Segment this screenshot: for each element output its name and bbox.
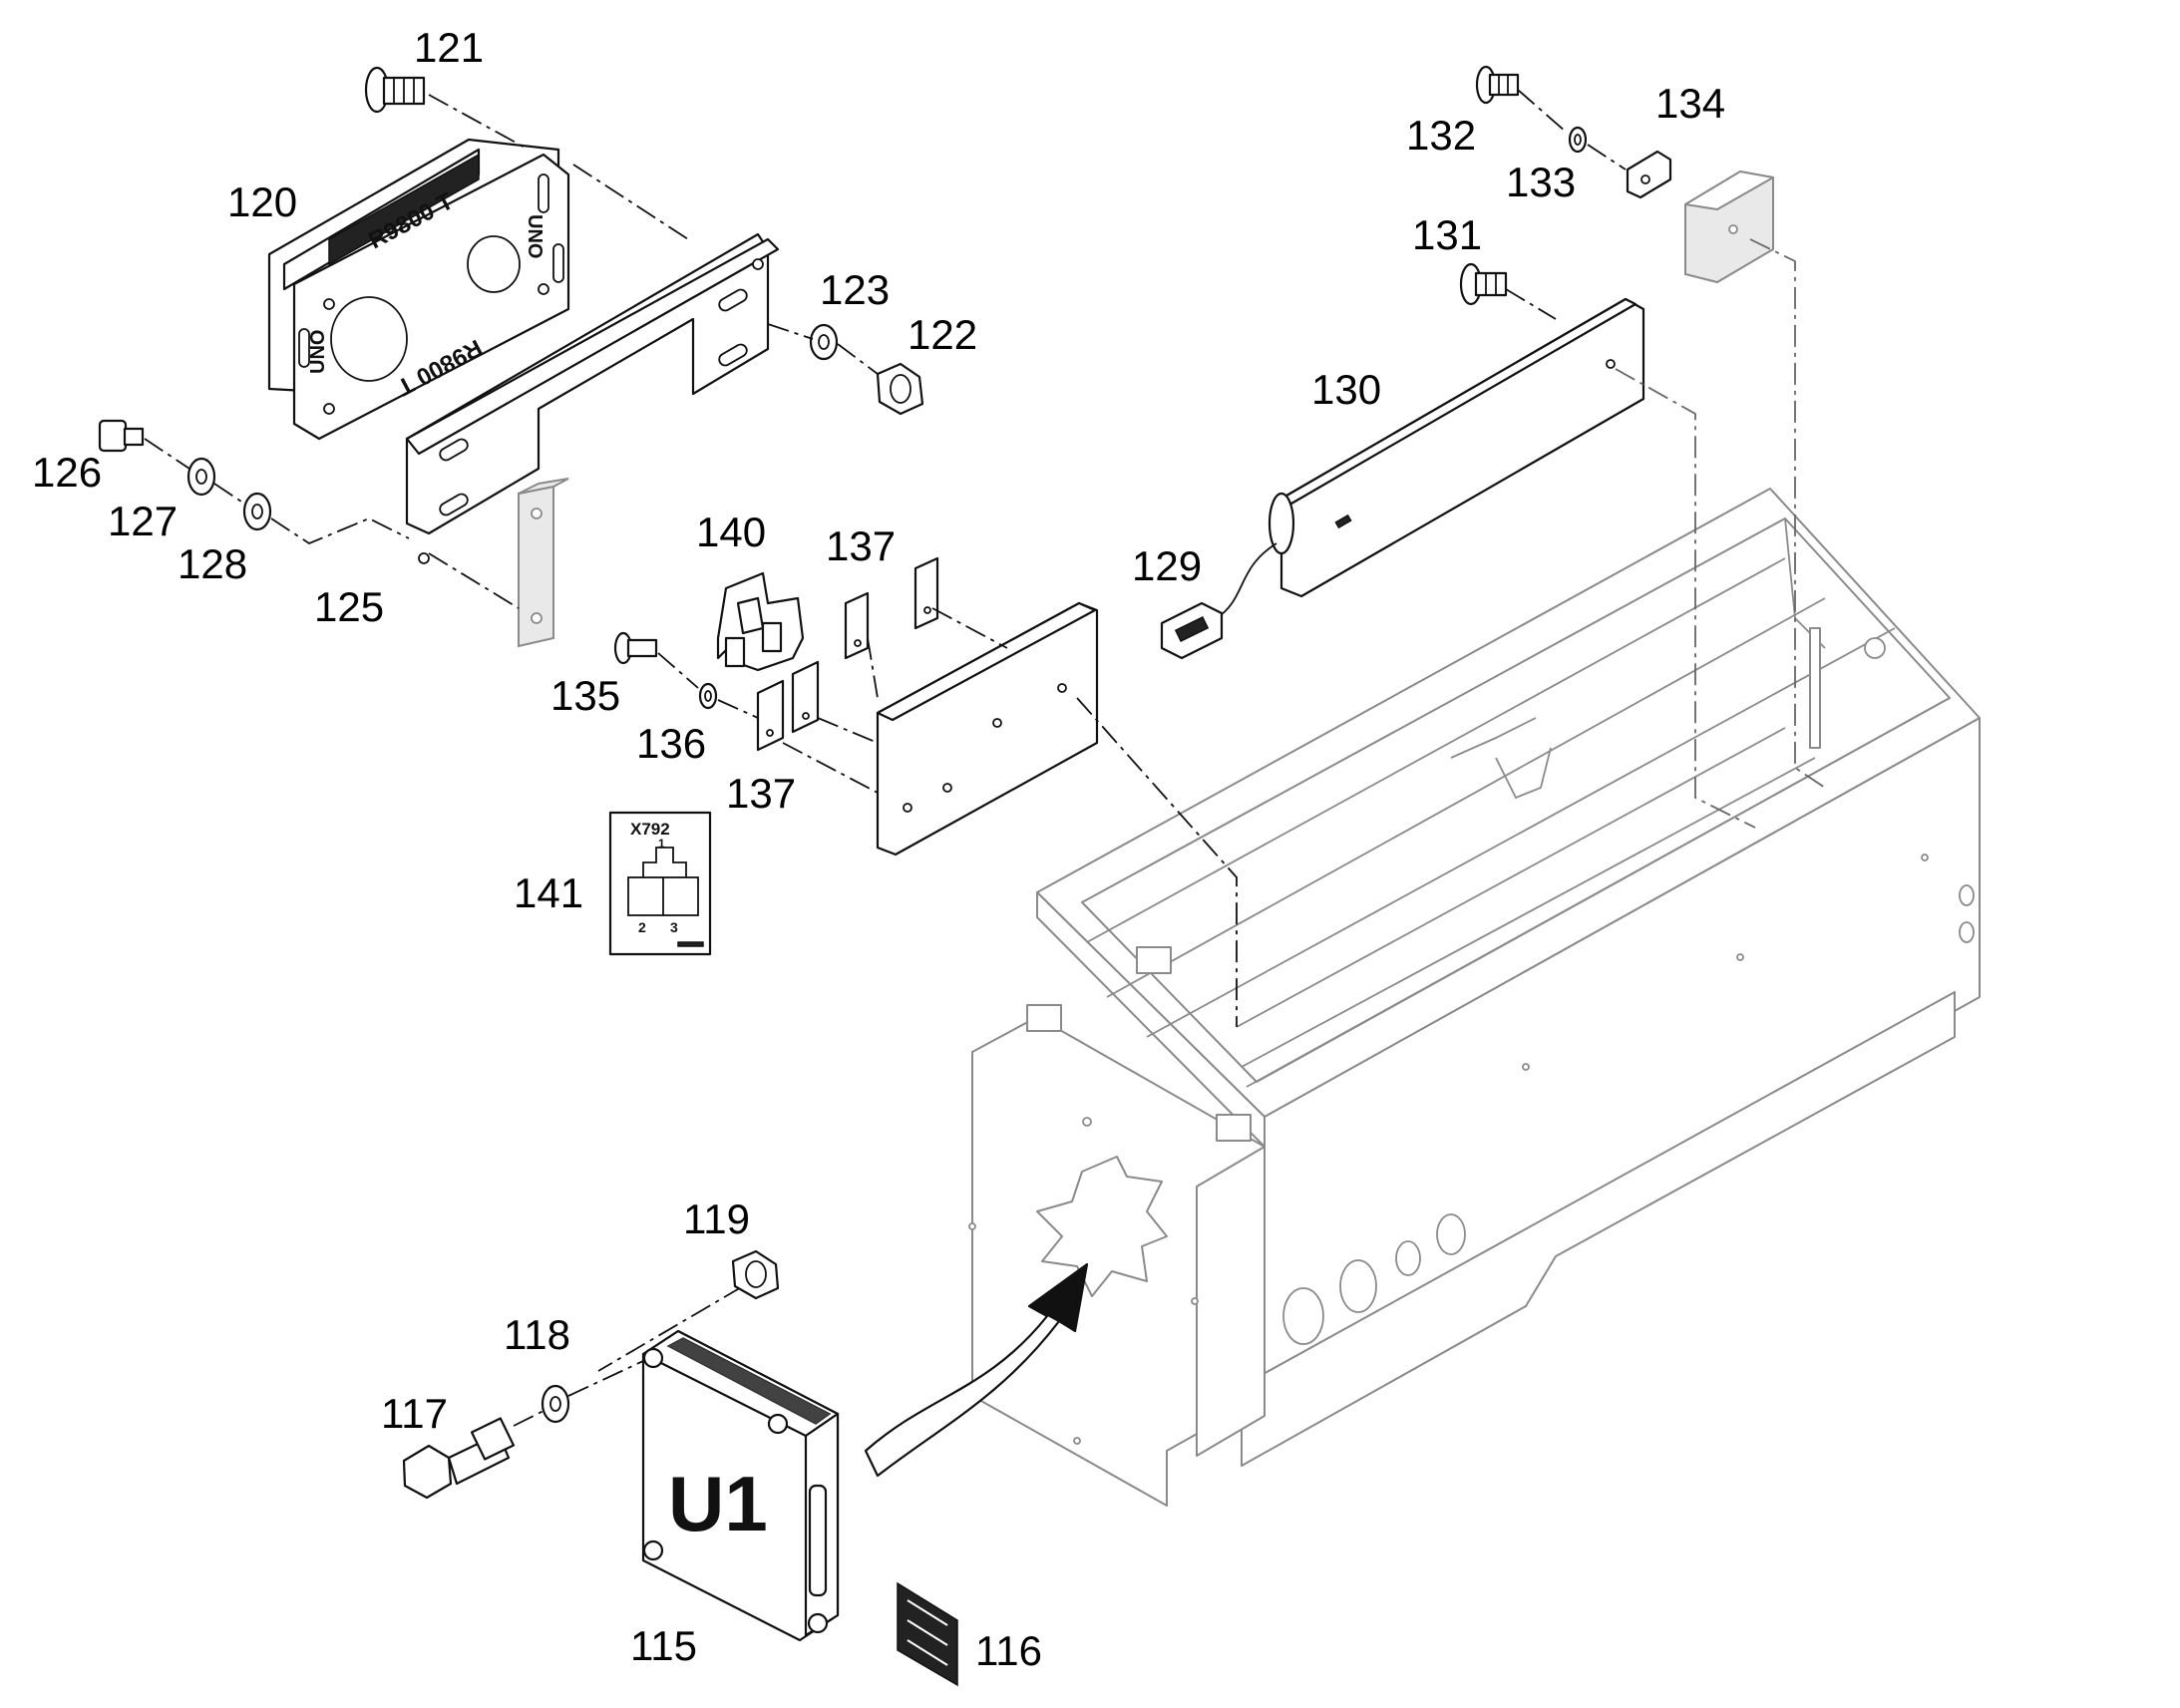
callout-126: 126 (32, 449, 102, 496)
callout-133: 133 (1506, 159, 1576, 205)
decal-pin1: 1 (658, 837, 665, 851)
part-117-bolt (402, 1417, 516, 1500)
callout-117: 117 (381, 1390, 448, 1437)
callout-128: 128 (178, 540, 247, 587)
callouts: 121 120 123 122 126 127 128 125 140 137 … (32, 24, 1725, 1674)
part-132-screw (1475, 65, 1520, 105)
callout-123: 123 (820, 266, 890, 313)
part-134-clip (1626, 150, 1672, 199)
relay-mounting-board (876, 601, 1099, 856)
decal-title: X792 (630, 820, 670, 839)
part-125-bracket (405, 232, 780, 564)
decal-pin2: 2 (638, 919, 646, 935)
callout-135: 135 (550, 672, 620, 719)
callout-141: 141 (514, 869, 583, 916)
callout-131: 131 (1412, 211, 1482, 258)
callout-118: 118 (504, 1311, 570, 1358)
part-137-terminal-upper (844, 556, 939, 660)
callout-122: 122 (908, 311, 977, 358)
spacer-block (518, 478, 569, 648)
callout-137-upper: 137 (826, 522, 896, 569)
part-127-washer (186, 457, 216, 497)
callout-125: 125 (314, 583, 384, 630)
callout-115: 115 (630, 1622, 697, 1669)
part-129-connector (1160, 542, 1277, 660)
part-135-screw (613, 631, 658, 665)
relay-side-right: UNO (524, 214, 545, 258)
part-115-controller: U1 (641, 1329, 840, 1642)
callout-136: 136 (636, 720, 706, 767)
part-121-screw (364, 66, 426, 114)
part-118-washer (541, 1384, 570, 1424)
part-133-washer (1568, 126, 1588, 154)
controller-label: U1 (668, 1460, 768, 1547)
part-128-washer (242, 492, 272, 531)
part-136-washer (698, 682, 718, 710)
part-126-screw (98, 419, 145, 453)
part-116-label (897, 1581, 958, 1687)
part-122-nut (876, 362, 924, 416)
callout-116: 116 (975, 1627, 1042, 1674)
rubber-pad (1684, 170, 1774, 284)
decal-pin3: 3 (670, 919, 678, 935)
part-119-nut (731, 1249, 780, 1300)
part-131-screw (1459, 262, 1508, 306)
callout-119: 119 (683, 1196, 750, 1242)
part-137-terminal-lower (756, 660, 820, 752)
callout-129: 129 (1132, 542, 1202, 589)
battery-box-enclosure (968, 488, 1981, 1507)
part-140-relay-socket (716, 571, 805, 672)
callout-130: 130 (1311, 366, 1381, 413)
part-130-cover (1268, 297, 1645, 598)
callout-137-lower: 137 (726, 770, 796, 817)
callout-120: 120 (227, 178, 297, 225)
callout-127: 127 (108, 498, 178, 544)
part-123-washer (809, 323, 839, 361)
callout-121: 121 (414, 24, 484, 71)
part-141-decal: X792 1 2 3 (608, 811, 712, 956)
callout-132: 132 (1406, 112, 1476, 159)
callout-140: 140 (696, 509, 766, 555)
callout-134: 134 (1655, 80, 1725, 127)
relay-side-left: UNO (307, 330, 329, 374)
